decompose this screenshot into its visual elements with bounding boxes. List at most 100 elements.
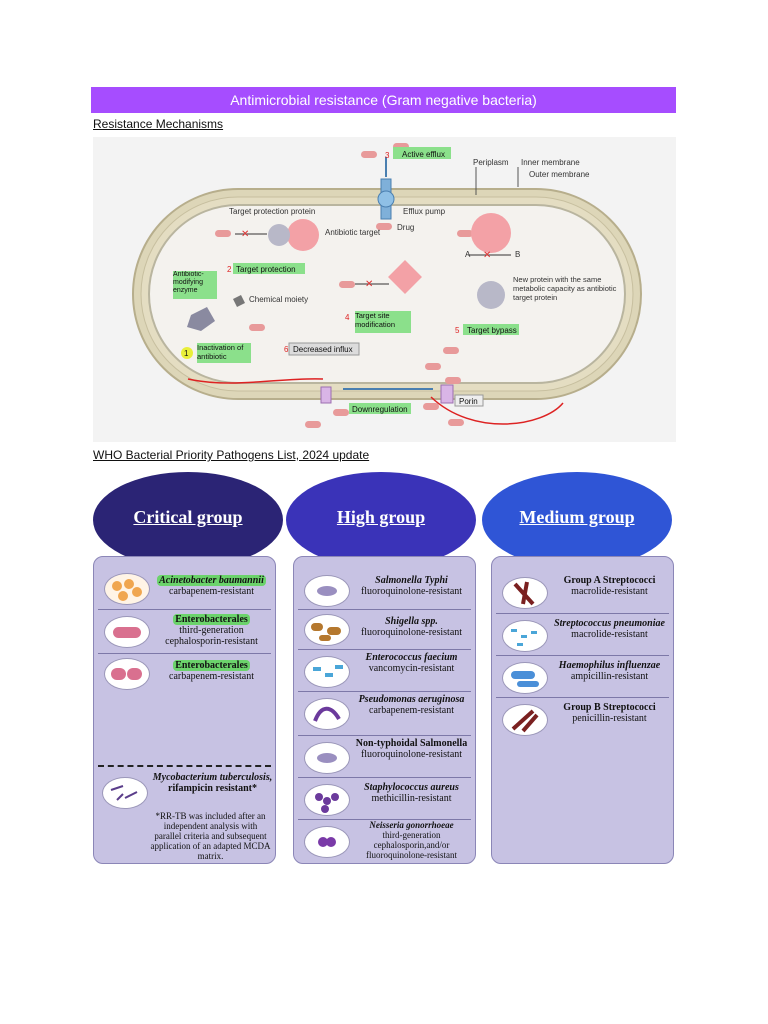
page-title: Antimicrobial resistance (Gram negative … xyxy=(230,92,537,108)
tb-divider xyxy=(98,765,271,767)
resistance-desc: fluoroquinolone-resistant xyxy=(360,586,463,597)
enterobacterales-cre-image xyxy=(104,658,150,690)
pathogen-name: Enterococcus faecium xyxy=(365,652,458,663)
critical-group-title: Critical group xyxy=(133,506,243,527)
resistance-desc: fluoroquinolone-resistant xyxy=(360,749,463,760)
high-entry-2: Shigella spp.fluoroquinolone-resistant xyxy=(298,609,471,650)
decreased-influx-label: Decreased influx xyxy=(293,345,353,354)
downregulation-label: Downregulation xyxy=(352,405,408,414)
target-protection-label: Target protection xyxy=(236,265,296,274)
antibiotic-modifying-enzyme-shape xyxy=(187,307,215,331)
target-site-modification-label: Target site modification xyxy=(355,311,396,329)
pathogen-name: Group A Streptococci xyxy=(563,575,656,586)
outer-membrane-label: Outer membrane xyxy=(529,170,590,179)
num-3: 3 xyxy=(385,151,390,160)
streptococcus-pneumoniae-image xyxy=(502,620,548,652)
acinetobacter-image xyxy=(104,573,150,605)
haemophilus-image xyxy=(502,662,548,694)
num-6: 6 xyxy=(284,345,289,354)
medium-group-title: Medium group xyxy=(519,506,635,527)
new-protein-shape xyxy=(477,281,505,309)
high-group-title: High group xyxy=(336,506,426,527)
high-group-header: High group xyxy=(286,472,476,568)
non-typhoidal-salmonella-image xyxy=(304,742,350,774)
salmonella-typhi-image xyxy=(304,575,350,607)
pathogen-name: Salmonella Typhi xyxy=(375,575,448,586)
num-4: 4 xyxy=(345,313,350,322)
resistance-mechanisms-diagram: ✕ ✕ ✕ Active efflux 3 Periplasm Inner me… xyxy=(93,137,676,442)
porin-shape xyxy=(440,384,454,404)
svg-text:✕: ✕ xyxy=(241,229,249,240)
who-priority-heading: WHO Bacterial Priority Pathogens List, 2… xyxy=(93,448,370,462)
chemical-moiety-label: Chemical moiety xyxy=(249,295,309,304)
neisseria-image xyxy=(304,826,350,858)
resistance-desc: penicillin-resistant xyxy=(572,713,647,724)
resistance-desc: vancomycin-resistant xyxy=(368,663,455,674)
inner-membrane-label: Inner membrane xyxy=(521,158,580,167)
resistance-desc: carbapenem-resistant xyxy=(169,586,254,597)
antibiotic-modifying-enzyme-label: Antibiotic-modifying enzyme xyxy=(173,271,204,294)
resistance-desc: ampicillin-resistant xyxy=(570,671,649,682)
group-b-streptococci-image xyxy=(502,704,548,736)
num-5: 5 xyxy=(455,326,460,335)
num-2: 2 xyxy=(227,265,232,274)
pathogen-name: Staphylococcus aureus xyxy=(364,782,459,793)
efflux-pump-label: Efflux pump xyxy=(403,207,446,216)
pathogen-name: Streptococcus pneumoniae xyxy=(554,618,665,629)
target-protection-protein-label: Target protection protein xyxy=(229,207,315,216)
group-a-streptococci-image xyxy=(502,577,548,609)
resistance-desc: methicillin-resistant xyxy=(371,793,452,804)
active-efflux-label: Active efflux xyxy=(402,150,445,159)
resistance-desc: fluoroquinolone-resistant xyxy=(360,627,463,638)
label-a: A xyxy=(465,250,471,259)
pathogen-name: Haemophilus influenzae xyxy=(558,660,661,671)
tb-desc: rifampicin resistant* xyxy=(168,783,257,794)
shigella-image xyxy=(304,614,350,646)
pathogen-name: Neisseria gonorrhoeae xyxy=(369,820,454,830)
staphylococcus-image xyxy=(304,784,350,816)
drug-label: Drug xyxy=(397,223,414,232)
enterobacterales-image xyxy=(104,616,150,648)
target-bypass-label: Target bypass xyxy=(467,326,517,335)
enterococcus-image xyxy=(304,656,350,688)
pathogen-name: Enterobacterales xyxy=(173,614,250,625)
num-1: 1 xyxy=(184,349,189,358)
svg-text:✕: ✕ xyxy=(365,279,373,290)
resistance-desc: carbapenem-resistant xyxy=(169,671,254,682)
inactivation-label: Inactivation of antibiotic xyxy=(197,343,244,361)
periplasm-label: Periplasm xyxy=(473,158,509,167)
resistance-desc: third-generation cephalosporin-resistant xyxy=(165,625,258,647)
new-protein-label: New protein with the same metabolic capa… xyxy=(513,275,617,302)
resistance-mechanisms-heading: Resistance Mechanisms xyxy=(93,117,224,131)
pathogen-name: Shigella spp. xyxy=(385,616,438,627)
medium-group-header: Medium group xyxy=(482,472,672,568)
resistance-desc: carbapenem-resistant xyxy=(369,705,454,716)
tb-footnote: *RR-TB was included after an independent… xyxy=(150,811,271,861)
pseudomonas-image xyxy=(304,698,350,730)
porin-label: Porin xyxy=(459,397,478,406)
resistance-desc: third-generation cephalosporin,and/or fl… xyxy=(366,830,457,860)
svg-text:✕: ✕ xyxy=(483,250,491,261)
label-b: B xyxy=(515,250,520,259)
resistance-desc: macrolide-resistant xyxy=(571,629,648,640)
tb-name: Mycobacterium tuberculosis, xyxy=(152,772,273,783)
pathogen-name: Enterobacterales xyxy=(173,660,250,671)
mycobacterium-image xyxy=(102,777,148,809)
pathogen-name: Pseudomonas aeruginosa xyxy=(358,694,465,705)
pathogen-name: Non-typhoidal Salmonella xyxy=(355,738,468,749)
